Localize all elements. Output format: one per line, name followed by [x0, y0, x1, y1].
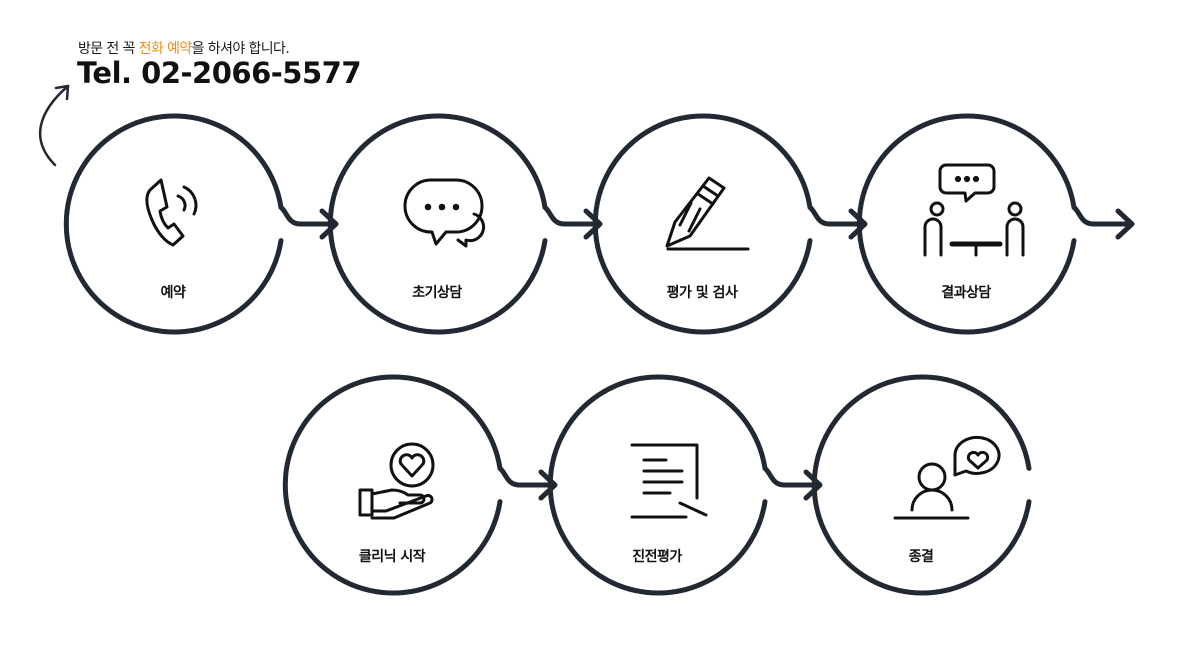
step-label-assessment: 평가 및 검사	[666, 285, 738, 301]
step-label-progress-evaluation: 진전평가	[632, 549, 682, 565]
phone-number[interactable]: Tel. 02-2066-5577	[77, 56, 362, 90]
step-label-termination: 종결	[908, 549, 934, 565]
notice-highlight: 전화 예약	[138, 41, 193, 57]
connector-arrow-2	[542, 204, 603, 240]
step-label-initial-consultation: 초기상담	[412, 285, 462, 301]
step-label-clinic-start: 클리닉 시작	[358, 549, 426, 565]
step-label-reservation: 예약	[160, 285, 186, 301]
connector-arrow-6	[762, 465, 823, 501]
notice-text-prefix: 방문 전 꼭	[78, 41, 139, 57]
connector-arrow-5	[497, 465, 558, 501]
connector-arrow-3	[807, 204, 868, 240]
pencil-icon	[665, 176, 750, 251]
phone-icon	[145, 178, 198, 247]
connector-arrow-1	[278, 204, 339, 240]
document-icon	[630, 443, 708, 519]
person-heart-icon	[893, 435, 1001, 520]
heart-hand-icon	[358, 442, 435, 520]
step-ring-1	[63, 113, 284, 335]
step-ring-5	[282, 374, 503, 596]
reservation-notice: 방문 전 꼭 전화 예약을 하셔야 합니다.	[78, 38, 290, 58]
curved-arrow	[39, 84, 70, 167]
notice-text-suffix: 을 하셔야 합니다.	[191, 41, 290, 57]
step-label-result-consultation: 결과상담	[941, 285, 991, 301]
consultation-icon	[923, 163, 1025, 257]
connector-arrow-4	[1071, 204, 1135, 240]
chat-bubbles-icon	[403, 178, 486, 248]
